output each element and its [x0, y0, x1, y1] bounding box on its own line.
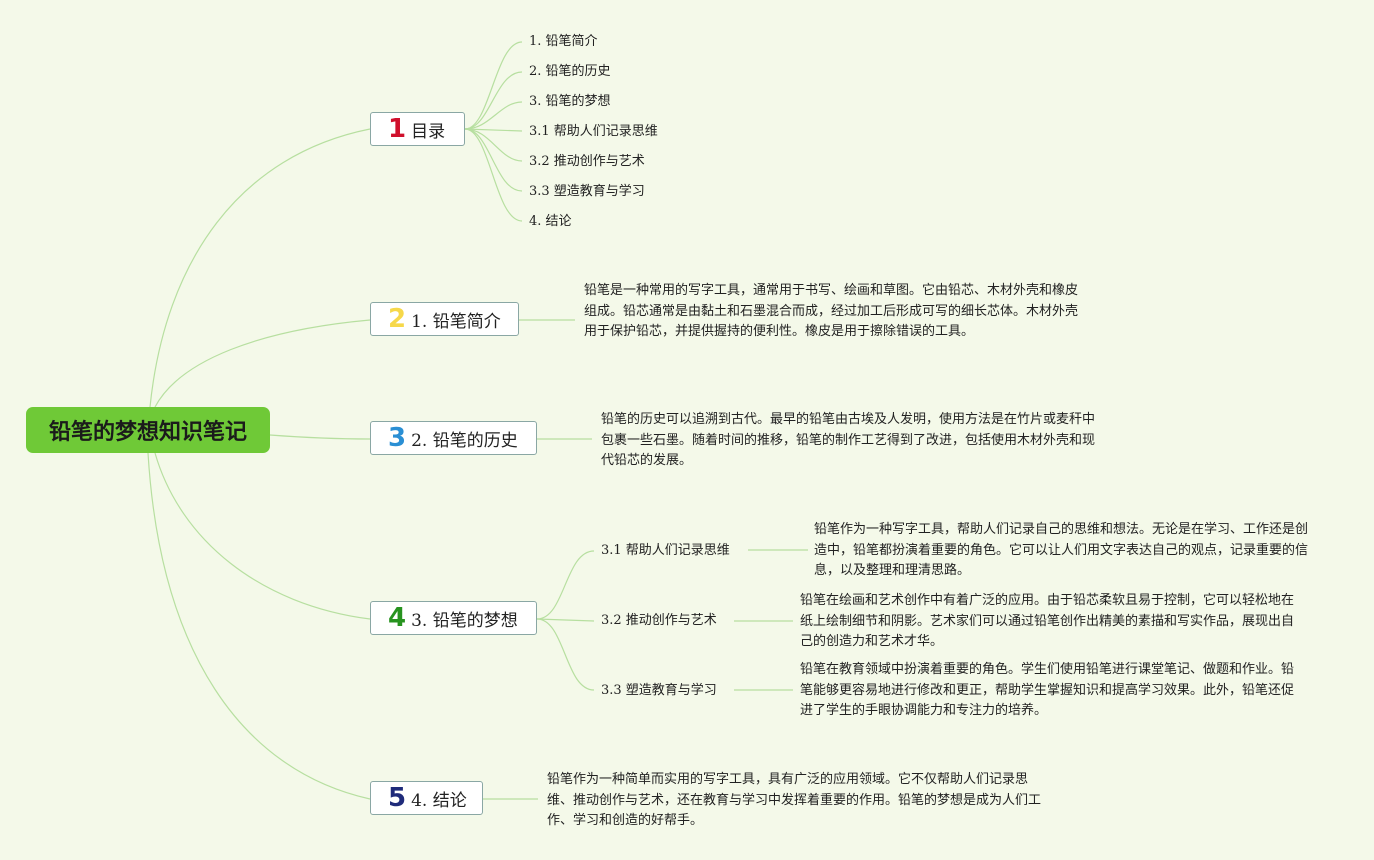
link-toc-item: [464, 41, 523, 130]
intro-text: 铅笔是一种常用的写字工具，通常用于书写、绘画和草图。它由铅芯、木材外壳和橡皮组成…: [584, 283, 1079, 339]
history-text: 铅笔的历史可以追溯到古代。最早的铅笔由古埃及人发明，使用方法是在竹片或麦秆中包裹…: [601, 412, 1096, 468]
topic-label: 4. 结论: [411, 790, 467, 811]
link-root-toc: [149, 128, 371, 408]
toc-item[interactable]: 3.2 推动创作与艺术: [529, 154, 645, 169]
link-dream-sub: [536, 618, 595, 622]
toc-item[interactable]: 4. 结论: [529, 214, 572, 229]
number-five-icon: 5: [388, 783, 407, 813]
link-root-intro: [154, 319, 371, 408]
topic-label: 1. 铅笔简介: [411, 311, 501, 332]
toc-item[interactable]: 3. 铅笔的梦想: [529, 94, 611, 109]
topic-conclusion[interactable]: 5 4. 结论: [370, 781, 483, 815]
link-root-dream: [154, 452, 371, 620]
topic-dream[interactable]: 4 3. 铅笔的梦想: [370, 601, 537, 635]
root-node[interactable]: 铅笔的梦想知识笔记: [26, 407, 270, 453]
dream-sub-text: 铅笔在绘画和艺术创作中有着广泛的应用。由于铅芯柔软且易于控制，它可以轻松地在纸上…: [800, 593, 1295, 649]
link-toc-item: [464, 101, 523, 130]
number-three-icon: 3: [388, 423, 407, 453]
topic-label: 3. 铅笔的梦想: [411, 610, 518, 631]
toc-item[interactable]: 2. 铅笔的历史: [529, 64, 611, 79]
conclusion-text: 铅笔作为一种简单而实用的写字工具，具有广泛的应用领域。它不仅帮助人们记录思维、推…: [547, 772, 1042, 828]
dream-sub-label[interactable]: 3.3 塑造教育与学习: [601, 683, 717, 698]
link-toc-item: [464, 128, 523, 132]
topic-label: 目录: [411, 121, 446, 142]
link-root-history: [269, 434, 371, 440]
link-toc-item: [464, 128, 523, 222]
link-root-conclusion: [147, 452, 371, 800]
topic-toc[interactable]: 1 目录: [370, 112, 465, 146]
dream-sub-text: 铅笔作为一种写字工具，帮助人们记录自己的思维和想法。无论是在学习、工作还是创造中…: [814, 522, 1309, 578]
toc-item[interactable]: 1. 铅笔简介: [529, 34, 598, 49]
link-toc-item: [464, 128, 523, 192]
topic-intro[interactable]: 2 1. 铅笔简介: [370, 302, 519, 336]
number-two-icon: 2: [388, 304, 407, 334]
number-one-icon: 1: [388, 114, 407, 144]
link-dream-sub: [536, 550, 595, 620]
dream-sub-label[interactable]: 3.2 推动创作与艺术: [601, 613, 717, 628]
toc-item[interactable]: 3.3 塑造教育与学习: [529, 184, 645, 199]
link-toc-item: [464, 71, 523, 130]
topic-history[interactable]: 3 2. 铅笔的历史: [370, 421, 537, 455]
dream-sub-text: 铅笔在教育领域中扮演着重要的角色。学生们使用铅笔进行课堂笔记、做题和作业。铅笔能…: [800, 662, 1295, 718]
link-dream-sub: [536, 618, 595, 691]
number-four-icon: 4: [388, 603, 407, 633]
dream-sub-label[interactable]: 3.1 帮助人们记录思维: [601, 543, 730, 558]
topic-label: 2. 铅笔的历史: [411, 430, 518, 451]
toc-item[interactable]: 3.1 帮助人们记录思维: [529, 124, 658, 139]
